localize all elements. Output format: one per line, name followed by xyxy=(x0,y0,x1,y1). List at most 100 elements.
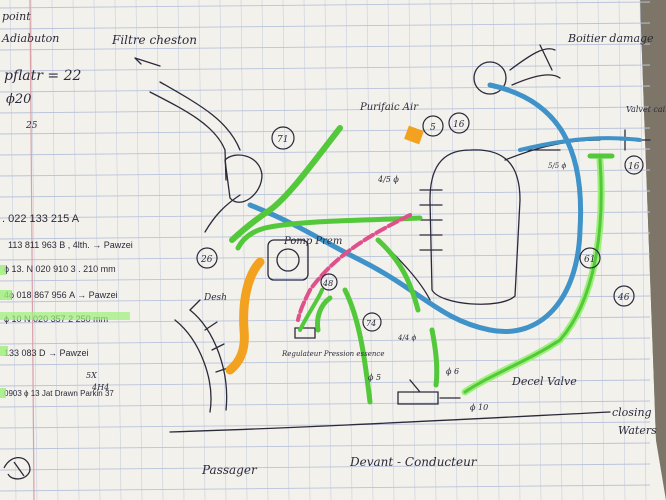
grid-line-h xyxy=(0,232,651,240)
grid-line-v xyxy=(324,0,332,500)
hose-blue-short xyxy=(518,136,642,152)
grid-line-h xyxy=(0,190,651,198)
label-n74: 74 xyxy=(366,319,376,328)
label-phi-right: 5/5 ϕ xyxy=(548,162,566,170)
label-n26: 26 xyxy=(200,255,213,265)
grid-line-v xyxy=(9,0,17,500)
label-purifier: Purifaic Air xyxy=(359,102,419,113)
label-passenger: Passager xyxy=(201,463,258,477)
grid-line-h xyxy=(0,274,651,282)
grid-line-h xyxy=(0,463,651,471)
note-line-14: 0903 ϕ 13 Jat Drawn Parkin 37 xyxy=(4,389,114,398)
grid-line-v xyxy=(597,0,605,500)
grid-line-h xyxy=(0,421,651,429)
label-decel: Decel Valve xyxy=(511,375,577,388)
grid-line-h xyxy=(0,127,651,135)
note-highlight-4 xyxy=(0,346,8,356)
label-n16b: 16 xyxy=(628,162,640,172)
grid-line-h xyxy=(0,211,651,219)
purifier-orange-block xyxy=(404,125,424,145)
note-line-8: ϕ 13. N 020 910 3 . 210 mm xyxy=(4,264,116,274)
grid-line-h xyxy=(0,484,651,492)
grid-line-v xyxy=(555,0,563,500)
label-phi-mid: 4/4 ϕ xyxy=(397,334,416,342)
label-phi-left: 4/5 ϕ xyxy=(377,175,399,184)
grid-line-h xyxy=(0,85,651,93)
grid-line-h xyxy=(0,379,651,387)
note-line-9: 4ϕ 018 867 956 A → Pawzei xyxy=(4,290,118,300)
grid-line-v xyxy=(471,0,479,500)
label-phi10: ϕ 10 xyxy=(470,403,488,412)
grid-line-h xyxy=(0,337,651,345)
grid-line-v xyxy=(492,0,500,500)
grid-line-h xyxy=(0,64,651,72)
grid-line-v xyxy=(534,0,542,500)
diagram-labels: Filtre cheston Boitier damage Purifaic A… xyxy=(111,32,666,477)
label-desh: Desh xyxy=(203,293,227,303)
hoses xyxy=(225,82,642,405)
grid-line-v xyxy=(240,0,248,500)
grid-line-h xyxy=(0,358,651,366)
label-closing: closing xyxy=(612,406,652,419)
grid-line-v xyxy=(135,0,143,500)
grid-line-v xyxy=(303,0,311,500)
hose-green-left xyxy=(298,288,324,332)
hose-green-26 xyxy=(235,215,423,251)
hose-green-mid xyxy=(375,237,421,313)
margin-line xyxy=(29,0,35,500)
grid-line-h xyxy=(0,400,651,408)
label-phi6: ϕ 6 xyxy=(446,367,459,376)
note-line-1: point xyxy=(2,10,31,23)
hose-orange xyxy=(225,257,265,375)
note-line-4: ϕ20 xyxy=(6,92,31,107)
grid-line-v xyxy=(72,0,80,500)
label-n16a: 16 xyxy=(453,120,465,130)
grid-line-v xyxy=(261,0,269,500)
note-line-7: 113 811 963 B , 4lth. → Pawzei xyxy=(8,240,133,250)
grid-line-v xyxy=(93,0,101,500)
grid-line-v xyxy=(30,0,38,500)
note-highlight-5 xyxy=(0,388,6,398)
grid-line-v xyxy=(177,0,185,500)
label-driver: Devant - Conducteur xyxy=(349,455,478,469)
part-markers xyxy=(196,112,644,332)
label-pompe: Pomp Prem xyxy=(283,236,342,247)
paper-shadow xyxy=(640,0,666,500)
note-line-6: . 022 133 215 A xyxy=(2,213,80,225)
note-line-2: Adiabuton xyxy=(1,32,59,45)
hose-green-decel xyxy=(429,327,440,388)
label-n61: 61 xyxy=(584,255,595,265)
hose-blue-long xyxy=(247,82,584,334)
hose-green-71 xyxy=(229,125,343,243)
grid-line-v xyxy=(51,0,59,500)
label-boitier: Boitier damage xyxy=(567,32,654,45)
grid-line-v xyxy=(408,0,416,500)
grid-line-v xyxy=(639,0,647,500)
grid-line-h xyxy=(0,43,651,51)
note-line-3: pflatr = 22 xyxy=(4,68,82,84)
grid-line-h xyxy=(0,22,651,30)
label-n46: 46 xyxy=(617,293,630,303)
label-n48: 48 xyxy=(322,279,333,288)
note-highlight-2 xyxy=(0,290,12,300)
grid-line-v xyxy=(450,0,458,500)
doodle-sketch xyxy=(3,457,31,480)
note-highlight-3 xyxy=(0,312,130,320)
label-regulator: Regulateur Pression essence xyxy=(281,350,384,358)
note-line-13: 4H4 xyxy=(91,383,109,392)
label-valve-top: Valvet cait xyxy=(626,105,666,114)
hose-green-46-stroke xyxy=(463,158,603,394)
grid-line-h xyxy=(0,169,651,177)
grid-line-v xyxy=(156,0,164,500)
hose-green-48 xyxy=(315,295,333,333)
label-n5: 5 xyxy=(430,123,436,133)
grid-line-v xyxy=(114,0,122,500)
grid-line-v xyxy=(282,0,290,500)
hose-pink xyxy=(296,213,412,322)
hose-green-74 xyxy=(342,287,373,405)
label-filtre: Filtre cheston xyxy=(111,33,197,47)
label-waters: Waters xyxy=(618,424,657,437)
grid-lines xyxy=(0,0,651,500)
grid-line-v xyxy=(618,0,626,500)
